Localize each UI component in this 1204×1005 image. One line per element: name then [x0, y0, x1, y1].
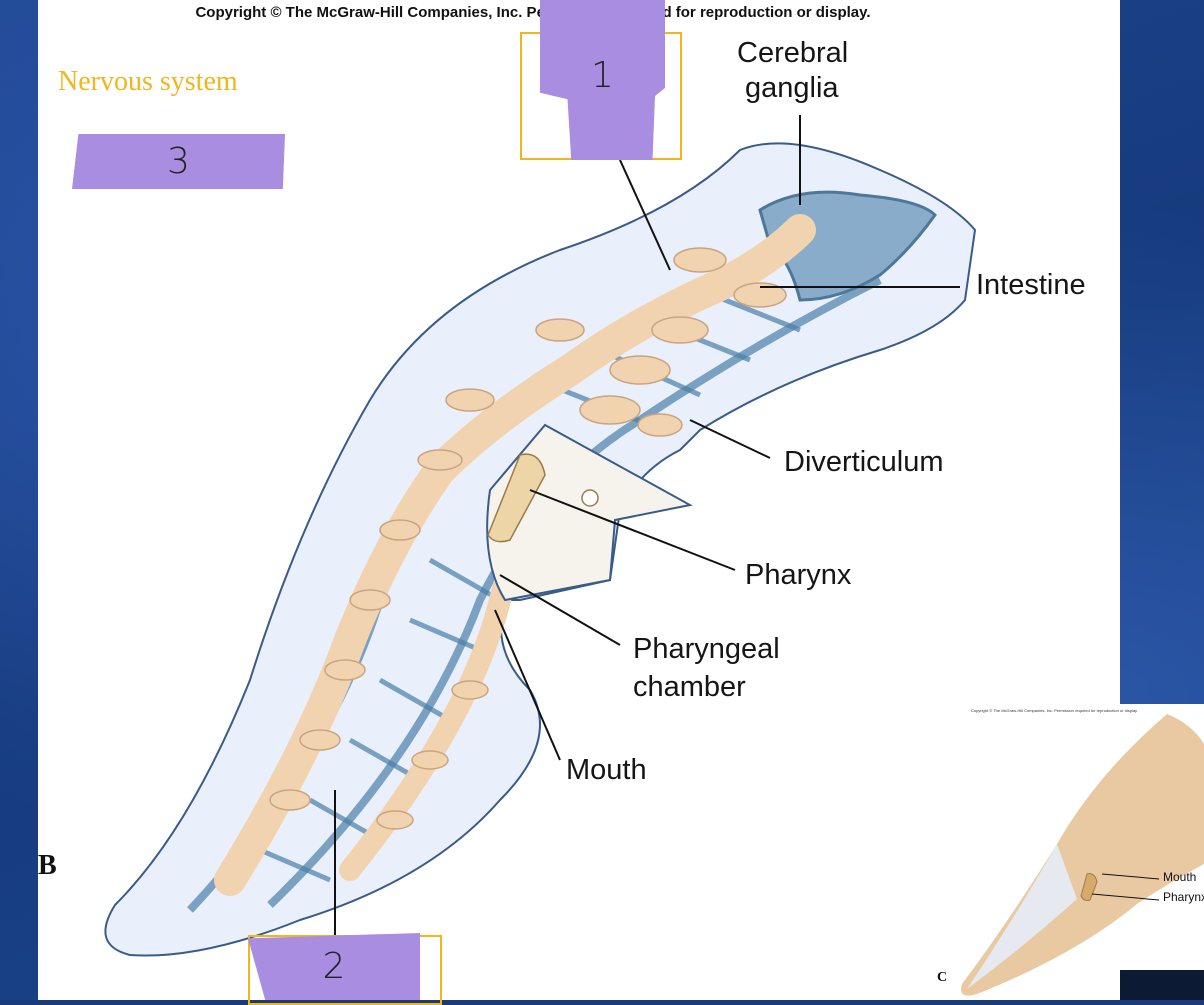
- inset-body-shadow: [967, 844, 1077, 989]
- inset-label-pharynx: Pharynx: [1163, 890, 1204, 904]
- sticky-note-2[interactable]: 2: [248, 933, 420, 1000]
- sticky-note-3-number: 3: [167, 141, 190, 182]
- intestine-shape: [214, 214, 816, 896]
- sticky-note-2-number: 2: [322, 946, 346, 987]
- inset-pharynx: [1080, 873, 1098, 901]
- sticky-note-3[interactable]: 3: [72, 134, 285, 189]
- inset-panel-c: Copyright © The McGraw-Hill Companies, I…: [927, 704, 1204, 1000]
- label-intestine: Intestine: [976, 269, 1086, 301]
- label-pharyngeal-chamber-line1: Pharyngeal: [633, 633, 780, 665]
- inset-pharynx-leader: [1091, 893, 1160, 901]
- inset-label-mouth: Mouth: [1163, 870, 1197, 884]
- inset-panel-letter-c: C: [937, 970, 948, 985]
- label-pharynx: Pharynx: [745, 559, 852, 591]
- mouth-opening: [581, 489, 599, 507]
- label-cerebral-ganglia-line1: Cerebral: [737, 37, 849, 69]
- pharynx-shape: [487, 453, 546, 543]
- label-mouth: Mouth: [566, 754, 647, 786]
- label-diverticulum: Diverticulum: [784, 446, 944, 478]
- sticky-note-1-number: 1: [591, 54, 614, 96]
- label-pharyngeal-chamber-line2: chamber: [633, 671, 746, 703]
- footer-strip: [1120, 970, 1204, 1000]
- inset-copyright: Copyright © The McGraw-Hill Companies, I…: [971, 708, 1138, 713]
- panel-letter-b: B: [38, 850, 57, 881]
- diverticula: [269, 247, 787, 830]
- copyright-notice: Copyright © The McGraw-Hill Companies, I…: [195, 4, 871, 21]
- slide-title: Nervous system: [58, 66, 238, 97]
- leader-lines: [334, 115, 960, 935]
- inset-illustration: [961, 714, 1204, 996]
- label-cerebral-ganglia-line2: ganglia: [745, 72, 839, 104]
- inset-mouth-leader: [1101, 873, 1160, 880]
